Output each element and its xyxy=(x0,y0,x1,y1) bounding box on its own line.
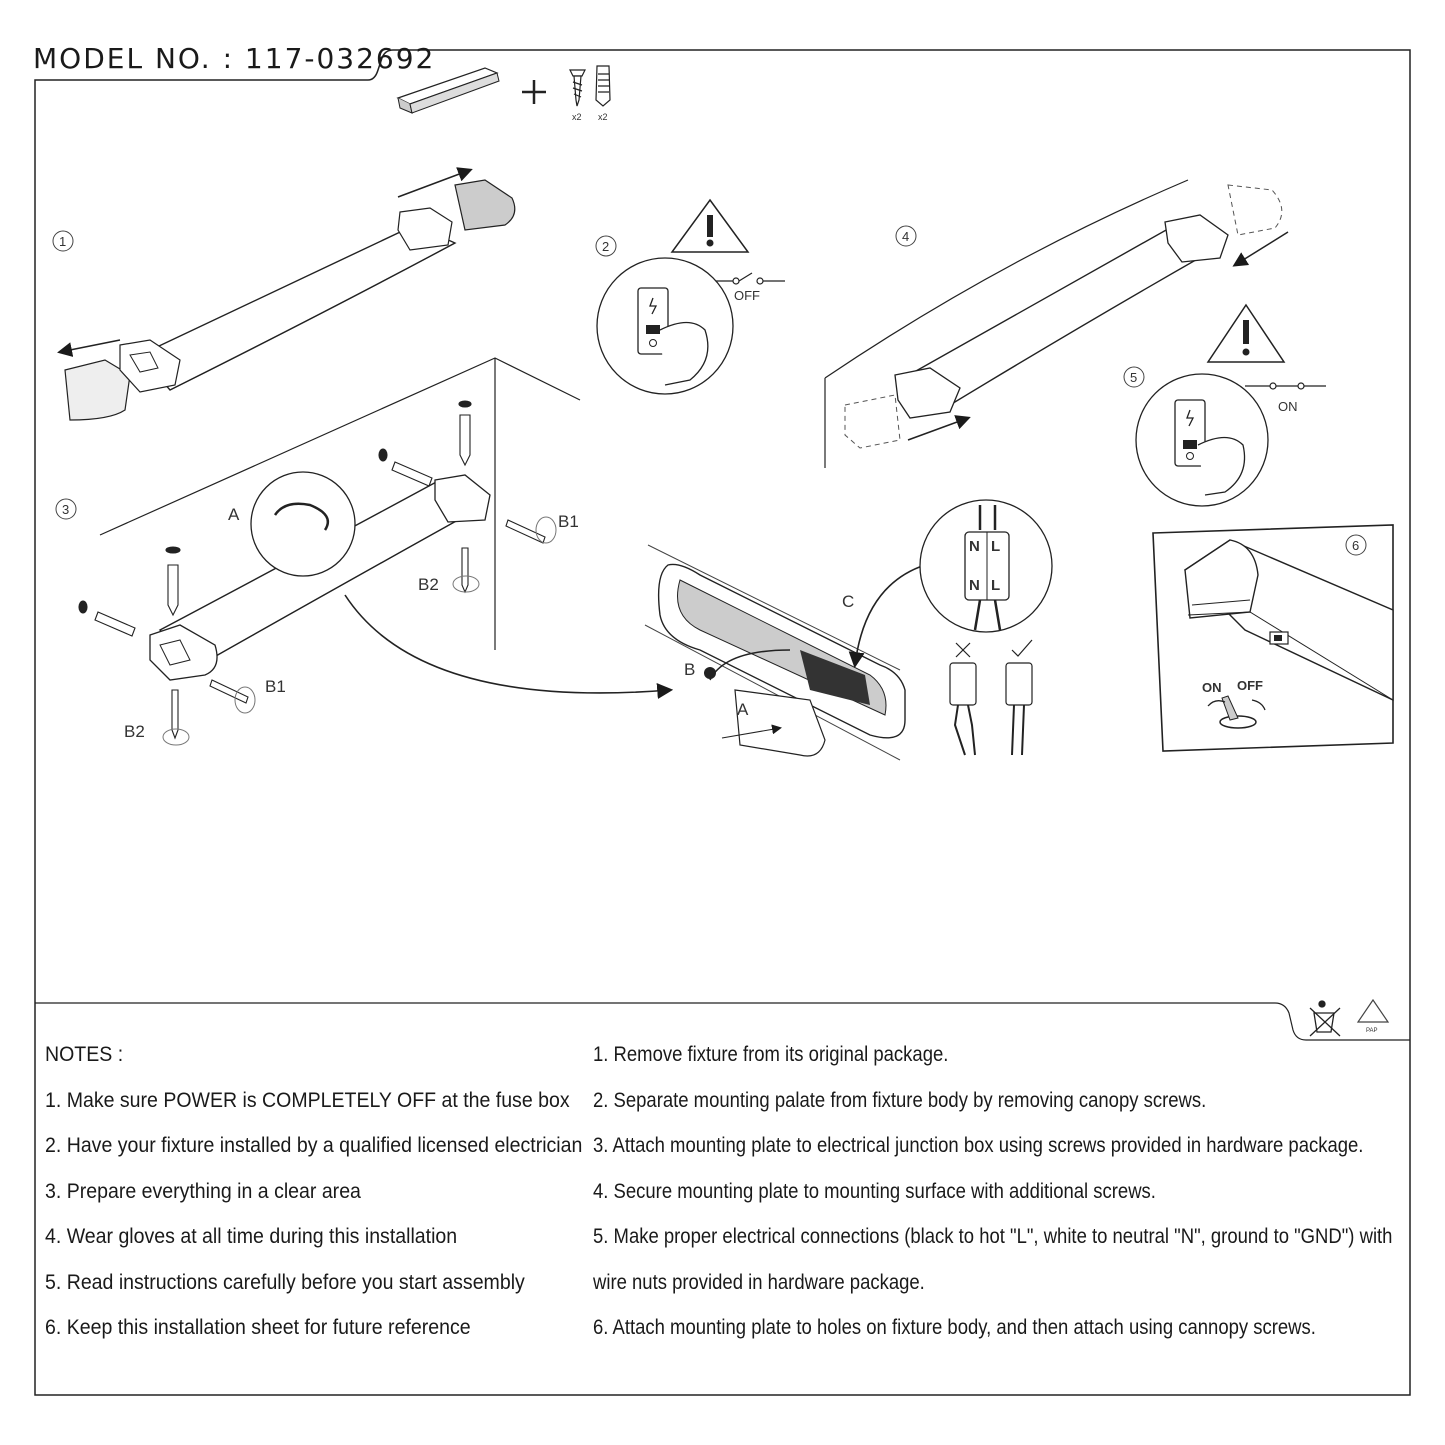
on-label: ON xyxy=(1278,399,1298,414)
wheelie-bin-crossed-icon xyxy=(1309,1000,1341,1037)
step-number-2: 2 xyxy=(602,239,609,254)
mounting-bar-icon xyxy=(396,67,500,114)
step-4-illustration: 4 xyxy=(824,179,1289,468)
wrong-icon xyxy=(955,642,971,658)
step-number-5: 5 xyxy=(1130,370,1137,385)
section-divider xyxy=(35,1002,1410,1041)
connector-comparison xyxy=(949,639,1033,756)
label-b2-bottom: B2 xyxy=(124,722,145,741)
label-a-junction: A xyxy=(737,700,749,719)
switch-on-label: ON xyxy=(1202,680,1222,695)
wall-anchor-icon xyxy=(595,65,611,107)
step-item: 2. Separate mounting palate from fixture… xyxy=(593,1088,1207,1112)
step-item: 4. Secure mounting plate to mounting sur… xyxy=(593,1179,1156,1203)
toggle-switch-icon xyxy=(1207,695,1266,729)
label-b1-bottom: B1 xyxy=(265,677,286,696)
step-number-6: 6 xyxy=(1352,538,1359,553)
label-b-junction: B xyxy=(684,660,695,679)
switch-off-symbol xyxy=(712,272,785,285)
step-3-illustration: 3 A xyxy=(55,357,674,746)
note-item: 1. Make sure POWER is COMPLETELY OFF at … xyxy=(45,1088,570,1112)
switch-off-label: OFF xyxy=(1237,678,1263,693)
connector-detail: N L N L xyxy=(919,499,1053,633)
step-item: 1. Remove fixture from its original pack… xyxy=(593,1043,949,1066)
check-icon xyxy=(1011,639,1033,657)
warning-icon xyxy=(670,198,750,253)
step-number-4: 4 xyxy=(902,229,909,244)
anchor-qty: x2 xyxy=(598,112,608,122)
label-b1-top: B1 xyxy=(558,512,579,531)
notes-list: NOTES : 1. Make sure POWER is COMPLETELY… xyxy=(45,1038,585,1357)
step-item: 5. Make proper electrical connections (b… xyxy=(593,1225,1393,1248)
step-number-3: 3 xyxy=(62,502,69,517)
connector-n-top: N xyxy=(969,538,980,555)
paf-label: PAP xyxy=(1366,1028,1378,1034)
page-frame xyxy=(34,49,1411,1396)
notes-title: NOTES : xyxy=(45,1043,124,1066)
plus-icon xyxy=(522,80,546,104)
note-item: 6. Keep this installation sheet for futu… xyxy=(45,1316,471,1339)
label-b2-top: B2 xyxy=(418,575,439,594)
step-5-illustration: 5 ON xyxy=(1123,303,1326,507)
label-a-circle: A xyxy=(228,505,240,524)
connector-l-top: L xyxy=(991,538,1000,555)
step-item: 3. Attach mounting plate to electrical j… xyxy=(593,1134,1364,1157)
step-1-illustration: 1 xyxy=(52,167,516,421)
screw-qty: x2 xyxy=(572,112,582,122)
connector-l-bottom: L xyxy=(991,577,1000,594)
step-item: 6. Attach mounting plate to holes on fix… xyxy=(593,1316,1316,1339)
step-item-continued: wire nuts provided in hardware package. xyxy=(593,1270,925,1294)
warning-icon-2 xyxy=(1206,303,1286,363)
step-6-illustration: 6 ON OFF xyxy=(1152,524,1394,752)
junction-box-detail: B A C xyxy=(644,544,926,761)
screw-icon xyxy=(569,69,586,107)
switch-on-symbol xyxy=(1245,382,1326,390)
connector-n-bottom: N xyxy=(969,577,980,594)
note-item: 4. Wear gloves at all time during this i… xyxy=(45,1225,458,1248)
note-item: 3. Prepare everything in a clear area xyxy=(45,1179,361,1203)
label-c: C xyxy=(842,592,854,611)
model-number: MODEL NO. : 117-032692 xyxy=(33,42,436,75)
hardware-kit: x2 x2 xyxy=(396,65,611,122)
steps-list: 1. Remove fixture from its original pack… xyxy=(593,1038,1413,1357)
step-number-1: 1 xyxy=(59,234,66,249)
note-item: 2. Have your fixture installed by a qual… xyxy=(45,1134,583,1157)
step-2-illustration: 2 OFF xyxy=(595,198,785,395)
off-label: OFF xyxy=(734,288,760,303)
note-item: 5. Read instructions carefully before yo… xyxy=(45,1270,525,1294)
recycle-icon: PAP xyxy=(1356,998,1390,1034)
